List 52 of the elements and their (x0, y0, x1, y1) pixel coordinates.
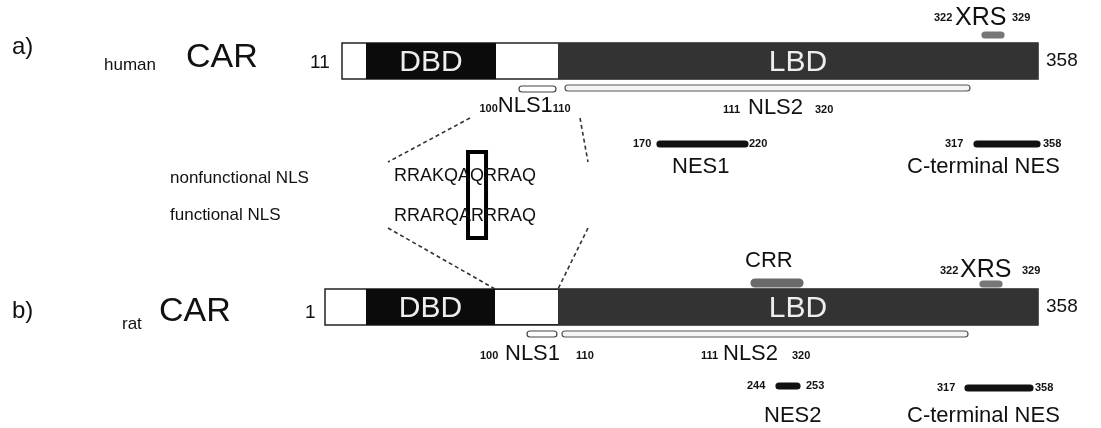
residue-number: 1 (305, 302, 316, 321)
dotted-line (557, 227, 589, 290)
dna-binding-domain: DBD (366, 289, 495, 325)
ligand-binding-domain: LBD (558, 289, 1038, 325)
residue-number: 110 (552, 103, 571, 114)
nls-name: NLS1 (497, 94, 553, 116)
motif-name: NES2 (764, 404, 822, 426)
dotted-line (387, 227, 496, 290)
residue-number: 317 (937, 382, 956, 393)
residue-number: 170 (633, 138, 652, 149)
ligand-binding-domain: LBD (558, 43, 1038, 79)
motif-name: XRS (960, 256, 1012, 281)
species-name: human (104, 56, 156, 73)
residue-number: 358 (1035, 382, 1054, 393)
residue-number: 320 (792, 350, 811, 361)
panel-letter: a) (12, 34, 34, 58)
residue-number: 111 (723, 104, 741, 115)
residue-number: 220 (749, 138, 768, 149)
panel-letter: b) (12, 298, 34, 322)
protein-name: CAR (186, 38, 258, 72)
residue-number: 244 (747, 380, 766, 391)
residue-number: 11 (310, 52, 330, 71)
species-name: rat (122, 315, 142, 332)
residue-number: 329 (1022, 265, 1041, 276)
dotted-line (387, 117, 471, 163)
linker-segment (495, 289, 558, 325)
dotted-line (579, 117, 589, 163)
residue-number: 320 (815, 104, 834, 115)
residue-number: 110 (576, 350, 594, 361)
residue-number: 322 (940, 265, 959, 276)
sequence-label: nonfunctional NLS (170, 169, 309, 186)
residue-number: 317 (945, 138, 964, 149)
residue-number: 358 (1046, 50, 1078, 69)
residue-number: 358 (1046, 296, 1078, 315)
motif-name: NES1 (672, 155, 730, 177)
motif-name: C-terminal NES (907, 404, 1060, 426)
motif-name: CRR (745, 249, 793, 271)
residue-number: 253 (806, 380, 825, 391)
motif-name: XRS (955, 4, 1007, 29)
protein-name: CAR (159, 292, 231, 326)
residue-number: 329 (1012, 12, 1031, 23)
motif-name: NLS2 (748, 96, 804, 118)
residue-number: 358 (1043, 138, 1062, 149)
residue-number: 111 (701, 350, 719, 361)
motif-name: NLS2 (723, 342, 779, 364)
dna-binding-domain: DBD (366, 43, 496, 79)
residue-number: 322 (934, 12, 953, 23)
residue-number: 100 (480, 350, 499, 361)
motif-name: NLS1 (505, 342, 561, 364)
sequence-label: functional NLS (170, 206, 281, 223)
residue-number: 100 (479, 103, 498, 114)
motif-name: C-terminal NES (907, 155, 1060, 177)
